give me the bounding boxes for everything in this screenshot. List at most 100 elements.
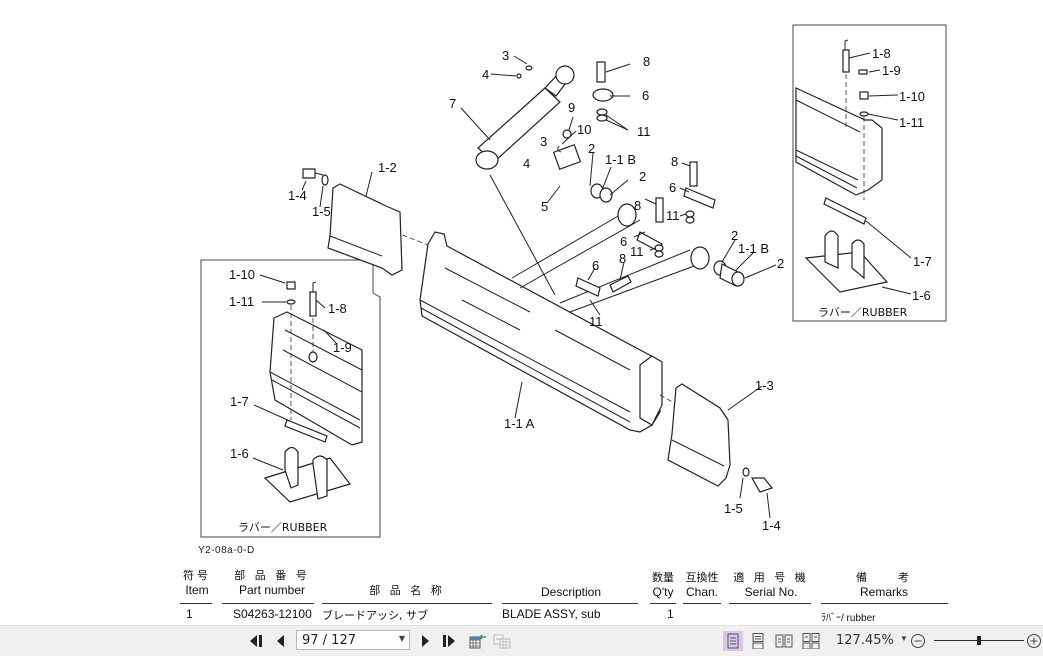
label-1-5-left: 1-5 [312, 204, 331, 219]
zoom-out-button[interactable] [909, 631, 927, 651]
cell-item: 1 [186, 607, 193, 621]
label-1-6: 1-6 [230, 446, 249, 461]
label-11-top: 11 [637, 124, 651, 139]
header-item: 符号 Item [183, 569, 211, 597]
next-page-icon [422, 635, 429, 647]
cell-description: BLADE ASSY, sub [502, 607, 601, 621]
label-5: 5 [541, 199, 548, 214]
label-1-7: 1-7 [230, 394, 249, 409]
header-part-number: 部 品 番 号 Part number [234, 569, 310, 597]
view-single-page-button[interactable] [723, 631, 743, 651]
rule-item [180, 603, 212, 604]
cell-qty: 1 [667, 607, 674, 621]
label-2-a: 2 [588, 141, 595, 156]
rule-qty [650, 603, 676, 604]
zoom-slider[interactable] [934, 636, 1024, 645]
label-1-10: 1-10 [229, 267, 255, 282]
label-4-mid: 4 [523, 156, 530, 171]
label-8-c: 8 [671, 154, 678, 169]
header-remarks: 備 考 Remarks [856, 571, 912, 599]
label-r-1-10: 1-10 [899, 89, 925, 104]
inset-right: 1-8 1-9 1-10 1-11 1-7 1-6 ラバー／RUBBER [792, 24, 947, 322]
label-r-1-6: 1-6 [912, 288, 931, 303]
zoom-out-icon [911, 634, 925, 648]
page-number-value: 97 / 127 [302, 633, 356, 648]
label-9: 9 [568, 100, 575, 115]
inset-left: 1-10 1-11 1-8 1-9 1-7 1-6 ラバー／RUBBER [200, 259, 381, 538]
document-page: 1-10 1-11 1-8 1-9 1-7 1-6 ラバー／RUBBER [0, 24, 1043, 625]
parts-table: 符号 Item 部 品 番 号 Part number 部 品 名 称 Desc… [0, 563, 1043, 625]
label-1-9: 1-9 [333, 340, 352, 355]
label-1-2: 1-2 [378, 160, 397, 175]
view-facing-button[interactable] [773, 631, 795, 651]
side-plate-1-3: 1-3 1-5 1-4 1-1 A [504, 378, 781, 533]
label-2-b: 2 [639, 169, 646, 184]
zoom-in-icon [1027, 634, 1041, 648]
next-page-button[interactable] [418, 631, 432, 651]
label-11-mid: 11 [630, 244, 644, 259]
label-r-1-11: 1-11 [899, 115, 924, 130]
rule-remarks [821, 603, 948, 604]
figure-code: Y2-08a-0-D [198, 545, 255, 556]
viewer-toolbar: 97 / 127 ▼ 127.45% ▼ [0, 625, 1043, 656]
label-2-c: 2 [731, 228, 738, 243]
facing-pages-icon [775, 634, 793, 648]
header-chan: 互換性 Chan. [685, 571, 719, 599]
label-1-11: 1-11 [229, 294, 254, 309]
label-8-top: 8 [643, 54, 650, 69]
first-page-icon [250, 635, 262, 647]
last-page-button[interactable] [440, 631, 458, 651]
inset-left-caption: ラバー／RUBBER [238, 521, 328, 534]
next-view-button[interactable] [491, 631, 513, 651]
cell-name-jp: ブレードアッシ, サブ [322, 609, 428, 622]
page-number-select[interactable]: 97 / 127 ▼ [296, 630, 410, 650]
blade-assembly [394, 174, 710, 433]
parts-diagram: 1-10 1-11 1-8 1-9 1-7 1-6 ラバー／RUBBER [198, 24, 947, 556]
table-back-icon [469, 634, 486, 649]
label-1-4-right: 1-4 [762, 518, 781, 533]
label-6-low: 6 [592, 258, 599, 273]
label-r-1-9: 1-9 [882, 63, 901, 78]
label-6-c: 6 [669, 180, 676, 195]
prev-page-button[interactable] [274, 631, 288, 651]
view-continuous-facing-button[interactable] [800, 631, 822, 651]
chevron-down-icon: ▼ [398, 634, 405, 643]
first-page-button[interactable] [248, 631, 266, 651]
label-r-1-8: 1-8 [872, 46, 891, 61]
label-3-mid: 3 [540, 134, 547, 149]
previous-view-button[interactable] [467, 631, 489, 651]
label-10: 10 [577, 122, 591, 137]
cylinder-7: 3 4 7 8 6 9 10 11 3 4 5 2 1-1 B 2 [449, 48, 651, 214]
prev-page-icon [277, 635, 284, 647]
label-r-1-7: 1-7 [913, 254, 932, 269]
label-3-top: 3 [502, 48, 509, 63]
rule-part [222, 603, 314, 604]
cell-remarks: ﾗﾊﾞｰ/ rubber [821, 613, 876, 624]
single-page-icon [727, 633, 739, 649]
rule-name [322, 603, 492, 604]
view-continuous-button[interactable] [748, 631, 768, 651]
continuous-page-icon [752, 633, 764, 649]
label-8-mid: 8 [634, 198, 641, 213]
zoom-in-button[interactable] [1025, 631, 1043, 651]
zoom-dropdown-icon[interactable]: ▼ [900, 634, 908, 643]
last-page-icon [443, 635, 455, 647]
side-plate-1-2: 1-2 1-4 1-5 [288, 160, 403, 276]
zoom-slider-thumb[interactable] [977, 636, 981, 645]
label-7: 7 [449, 96, 456, 111]
header-serial: 適 用 号 機 Serial No. [733, 571, 809, 599]
label-6-mid: 6 [620, 234, 627, 249]
header-description: Description [540, 585, 602, 599]
label-11-low: 11 [589, 314, 603, 329]
zoom-level[interactable]: 127.45% [836, 633, 894, 648]
label-1-1a: 1-1 A [504, 416, 535, 431]
label-1-8: 1-8 [328, 301, 347, 316]
table-forward-icon [493, 634, 511, 649]
inset-right-caption: ラバー／RUBBER [818, 306, 908, 319]
label-4-top: 4 [482, 67, 489, 82]
rule-desc [502, 603, 638, 604]
label-2-d: 2 [777, 256, 784, 271]
rule-serial [729, 603, 811, 604]
label-6-top: 6 [642, 88, 649, 103]
pins-cluster: 8 6 8 11 6 11 6 8 11 2 1-1 B 2 [575, 154, 784, 329]
